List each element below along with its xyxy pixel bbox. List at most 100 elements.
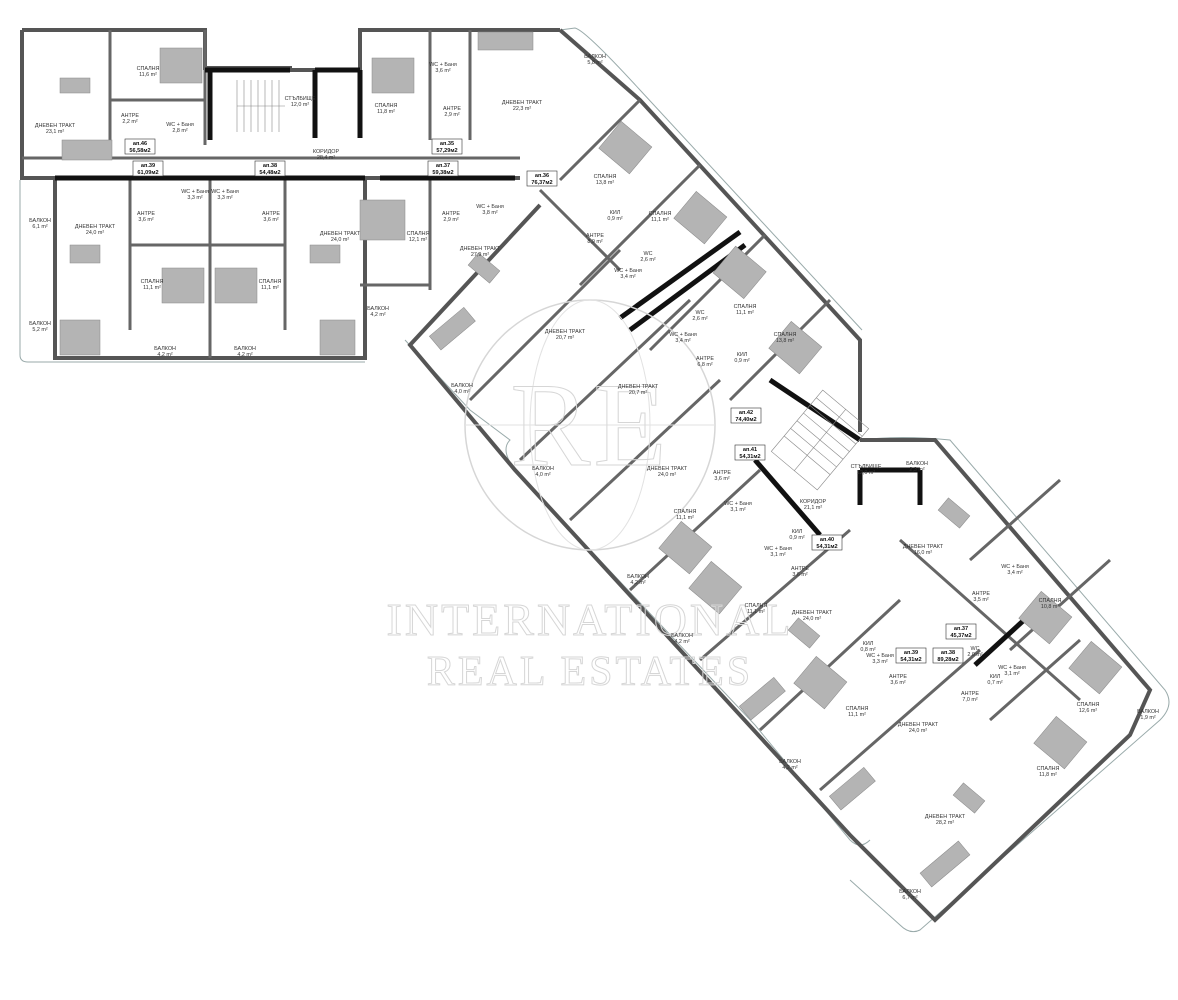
room-name: WC + Баня <box>669 332 697 338</box>
sofa-icon <box>829 766 876 811</box>
room-area: 11,1 m² <box>143 285 161 291</box>
room-area: 2,8 m² <box>172 128 187 134</box>
room-name: БАЛКОН <box>1137 709 1159 715</box>
watermark-line1: INTERNATIONAL <box>387 594 794 645</box>
apartment-id: ап.38 <box>263 163 277 169</box>
room-name: АНТРЕ <box>713 470 731 476</box>
apartment-area: 54,48м2 <box>259 170 280 176</box>
room-area: 6,1 m² <box>32 224 47 230</box>
room-name: ДНЕВЕН ТРАКТ <box>460 246 501 252</box>
room-area: 11,1 m² <box>736 310 754 316</box>
room-area: 20,7 m² <box>629 390 647 396</box>
room-name: АНТРЕ <box>121 113 139 119</box>
apartment-tags: ап.4656,58м2ап.3557,29м2ап.3961,09м2ап.3… <box>124 138 977 664</box>
room-area: 5,2 m² <box>32 327 47 333</box>
room-name: БАЛКОН <box>451 383 473 389</box>
bed-icon <box>161 267 205 304</box>
room-name: КИЛ <box>737 352 748 358</box>
room-area: 22,3 m² <box>513 106 531 112</box>
room-area: 4,0 m² <box>454 389 469 395</box>
room-name: БАЛКОН <box>899 889 921 895</box>
room-name: КИЛ <box>610 210 621 216</box>
room-area: 0,8 m² <box>860 647 875 653</box>
room-area: 24,0 m² <box>331 237 349 243</box>
room-area: 3,8 m² <box>482 210 497 216</box>
room-area: 13,8 m² <box>776 338 794 344</box>
room-name: WC <box>644 251 653 257</box>
room-label: WC2,6 m² <box>640 251 655 263</box>
apartment-tag-box <box>254 160 286 177</box>
bed-icon <box>793 656 848 710</box>
room-area: 3,4 m² <box>620 274 635 280</box>
apartment-tag-box <box>811 534 843 551</box>
room-area: 11,8 m² <box>377 109 395 115</box>
apartment-tag-box <box>895 647 927 664</box>
apartment-tag-box <box>730 407 762 424</box>
room-name: АНТРЕ <box>586 233 604 239</box>
room-area: 24,0 m² <box>86 230 104 236</box>
dining-table-icon <box>937 497 971 529</box>
room-name: WC + Баня <box>166 122 194 128</box>
room-name: ДНЕВЕН ТРАКТ <box>35 123 76 129</box>
sofa-icon <box>739 676 786 721</box>
room-name: ДНЕВЕН ТРАКТ <box>792 610 833 616</box>
room-name: БАЛКОН <box>29 218 51 224</box>
room-name: ДНЕВЕН ТРАКТ <box>618 384 659 390</box>
room-name: КИЛ <box>990 674 1001 680</box>
bed-icon <box>1033 716 1088 770</box>
room-area: 8,9 m² <box>587 239 602 245</box>
bed-icon <box>1018 591 1073 645</box>
room-area: 3,1 m² <box>770 552 785 558</box>
dining-table-icon <box>952 782 986 814</box>
room-name: WC + Баня <box>429 62 457 68</box>
room-name: СПАЛНЯ <box>649 211 672 217</box>
room-name: СТЪЛБИЩЕ <box>851 464 882 470</box>
apartment-tag-box <box>932 647 964 664</box>
room-name: БАЛКОН <box>779 759 801 765</box>
room-area: 3,6 m² <box>138 217 153 223</box>
apartment-id: ап.41 <box>743 447 757 453</box>
room-name: ДНЕВЕН ТРАКТ <box>320 231 361 237</box>
room-name: БАЛКОН <box>584 54 606 60</box>
room-area: 3,6 m² <box>263 217 278 223</box>
room-name: АНТРЕ <box>137 211 155 217</box>
room-area: 23,1 m² <box>46 129 64 135</box>
room-area: 20,7 m² <box>556 335 574 341</box>
watermark-logo: RE INTERNATIONAL REAL ESTATES <box>386 299 794 696</box>
room-name: WC + Баня <box>211 189 239 195</box>
apartment-tag-box <box>526 170 558 187</box>
room-name: СПАЛНЯ <box>674 509 697 515</box>
room-name: ДНЕВЕН ТРАКТ <box>903 544 944 550</box>
apartment-id: ап.37 <box>436 163 450 169</box>
room-area: 12,0 m² <box>857 470 875 476</box>
apartment-area: 89,28м2 <box>937 657 958 663</box>
room-area: 11,1 m² <box>261 285 279 291</box>
room-area: 7,0 m² <box>962 697 977 703</box>
room-area: 0,9 m² <box>607 216 622 222</box>
